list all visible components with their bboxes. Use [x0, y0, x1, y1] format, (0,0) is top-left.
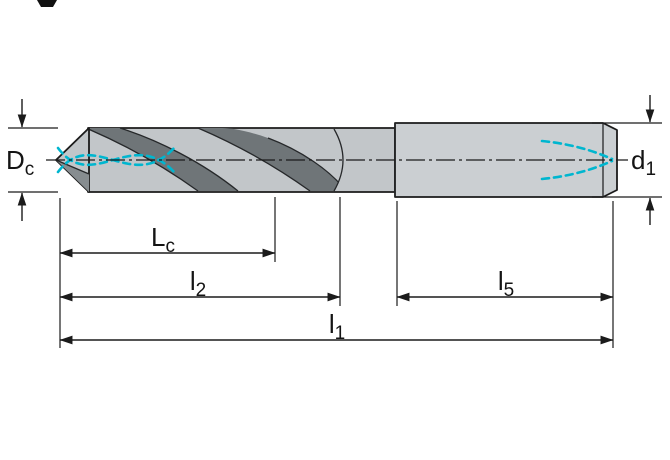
- dimension-d1: d1: [592, 95, 662, 225]
- label-d1: d1: [631, 145, 656, 180]
- label-Dc: Dc: [6, 145, 34, 180]
- drill-point-edge: [55, 159, 90, 175]
- flute-runout-curve: [333, 128, 344, 192]
- label-l2: l2: [190, 266, 206, 301]
- dimension-annotations: Dc d1 Lc l2: [6, 95, 662, 348]
- flute-edge-line: [119, 128, 239, 192]
- dimension-l5: l5: [396, 266, 614, 302]
- flute-edge-line: [88, 128, 199, 192]
- label-l5: l5: [498, 266, 514, 301]
- flute-edge-line: [197, 128, 311, 192]
- dimension-l1: l1: [59, 309, 614, 345]
- dimension-l2: l2: [59, 266, 341, 302]
- coolant-exit-curve: [540, 139, 614, 161]
- dimension-Lc: Lc: [59, 222, 276, 258]
- drill-point-facet: [56, 160, 89, 192]
- coolant-exit-curve: [540, 159, 614, 181]
- label-l1: l1: [329, 309, 345, 344]
- label-Lc: Lc: [151, 222, 175, 257]
- crop-artifact-mark: [37, 0, 57, 7]
- dimension-Dc: Dc: [6, 99, 58, 221]
